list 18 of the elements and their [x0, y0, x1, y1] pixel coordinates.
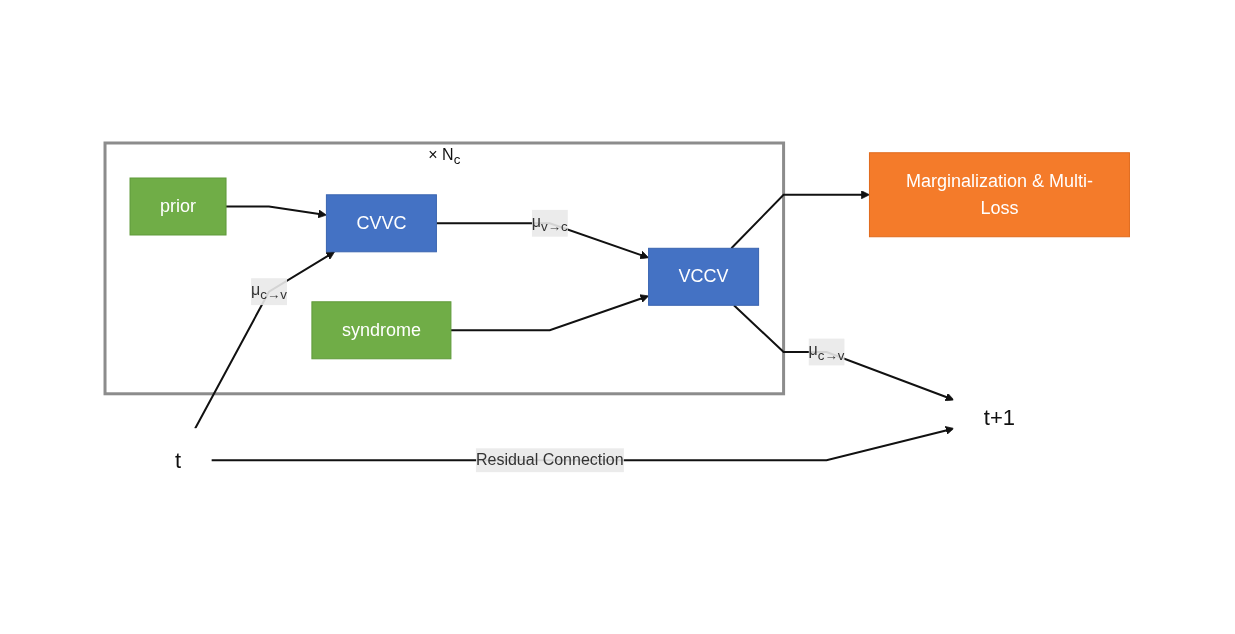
edge-label: μ$_{c→v}$	[251, 280, 288, 302]
node-text: t+1	[984, 404, 1016, 430]
node-box: VCCV	[648, 247, 760, 306]
cluster	[103, 141, 786, 395]
node-box: syndrome	[311, 300, 452, 359]
arrow	[450, 294, 650, 331]
node-label: × N$_{c}$	[428, 145, 461, 167]
node-box: CVVC	[326, 193, 438, 252]
node-box: prior	[129, 177, 227, 236]
edge-label: μ$_{v→c}$	[532, 212, 568, 234]
arrow	[225, 205, 328, 218]
arrow	[730, 189, 871, 249]
node-box: Marginalization & Multi-Loss	[869, 151, 1131, 237]
edge-label: Residual Connection	[476, 450, 624, 468]
edge-label: μ$_{c→v}$	[808, 341, 845, 363]
arrow	[733, 303, 955, 401]
node-text: t	[175, 447, 182, 473]
arrow	[194, 251, 336, 430]
